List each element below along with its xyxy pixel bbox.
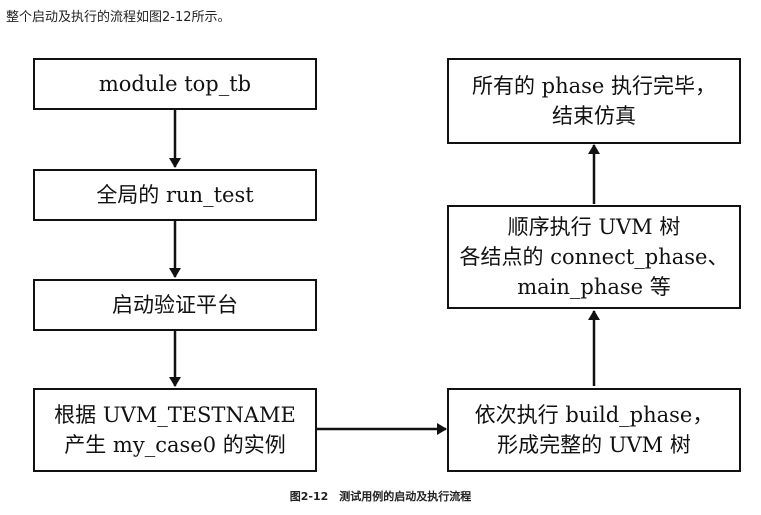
connect-main-line1: 顺序执行 UVM 树 <box>507 215 681 239</box>
finish-box: 所有的 phase 执行完毕， 结束仿真 <box>447 58 741 144</box>
start-platform-label: 启动验证平台 <box>112 293 238 317</box>
finish-line2: 结束仿真 <box>552 104 636 128</box>
create-instance-box: 根据 UVM_TESTNAME 产生 my_case0 的实例 <box>33 388 317 472</box>
figure-caption: 图2-12 测试用例的启动及执行流程 <box>289 490 472 503</box>
global-run-test-box: 全局的 run_test <box>33 169 317 221</box>
start-platform-box: 启动验证平台 <box>33 279 317 331</box>
connect-main-box: 顺序执行 UVM 树 各结点的 connect_phase、 main_phas… <box>447 205 741 309</box>
module-top-tb-label: module top_tb <box>98 72 252 96</box>
build-phase-box: 依次执行 build_phase， 形成完整的 UVM 树 <box>447 388 741 472</box>
create-instance-line1: 根据 UVM_TESTNAME <box>54 403 296 427</box>
global-run-test-label: 全局的 run_test <box>96 183 254 207</box>
build-phase-line1: 依次执行 build_phase， <box>474 403 714 427</box>
module-top-tb-box: module top_tb <box>33 58 317 110</box>
build-phase-line2: 形成完整的 UVM 树 <box>497 433 691 457</box>
connect-main-line3: main_phase 等 <box>517 275 671 299</box>
connect-main-line2: 各结点的 connect_phase、 <box>459 245 729 269</box>
create-instance-line2: 产生 my_case0 的实例 <box>64 433 286 457</box>
intro-text: 整个启动及执行的流程如图2-12所示。 <box>6 10 231 25</box>
finish-line1: 所有的 phase 执行完毕， <box>471 74 717 98</box>
